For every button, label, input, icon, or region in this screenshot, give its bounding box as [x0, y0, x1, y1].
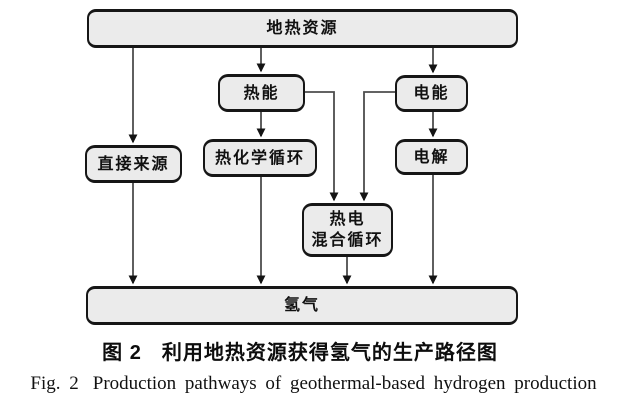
node-hydrogen-label: 氢气 — [283, 297, 320, 314]
node-hybrid-cycle-label-line1: 热电 — [329, 211, 366, 228]
node-thermochemical-cycle-label: 热化学循环 — [214, 149, 305, 167]
node-electric-energy: 电能 — [395, 75, 468, 112]
caption-english-figure-number: Fig. 2 — [30, 373, 79, 394]
connector-electric-to-hybrid-cycle — [359, 91, 395, 202]
caption-chinese: 图 2 利用地热资源获得氢气的生产路径图 — [0, 336, 600, 365]
connector-thermal-to-hybrid-cycle — [305, 91, 339, 202]
node-direct-source-label: 直接来源 — [97, 155, 170, 173]
node-thermochemical-cycle: 热化学循环 — [203, 139, 317, 177]
node-thermoelectric-hybrid-cycle: 热电 混合循环 — [302, 203, 393, 257]
node-hybrid-cycle-label-line2: 混合循环 — [311, 232, 384, 249]
caption-english: Fig. 2 Production pathways of geothermal-… — [0, 373, 627, 395]
caption-chinese-text: 利用地热资源获得氢气的生产路径图 — [161, 342, 498, 364]
caption-chinese-figure-number: 图 2 — [102, 342, 142, 364]
node-electric-energy-label: 电能 — [413, 85, 450, 102]
node-electrolysis: 电解 — [395, 139, 468, 175]
node-thermal-energy: 热能 — [218, 74, 305, 112]
node-electrolysis-label: 电解 — [413, 148, 450, 166]
node-geothermal-resources: 地热资源 — [87, 9, 518, 48]
node-direct-source: 直接来源 — [85, 145, 182, 183]
node-hydrogen: 氢气 — [86, 286, 518, 325]
caption-english-text: Production pathways of geothermal-based … — [92, 373, 597, 394]
node-thermal-energy-label: 热能 — [243, 84, 280, 102]
node-geothermal-resources-label: 地热资源 — [266, 20, 339, 37]
